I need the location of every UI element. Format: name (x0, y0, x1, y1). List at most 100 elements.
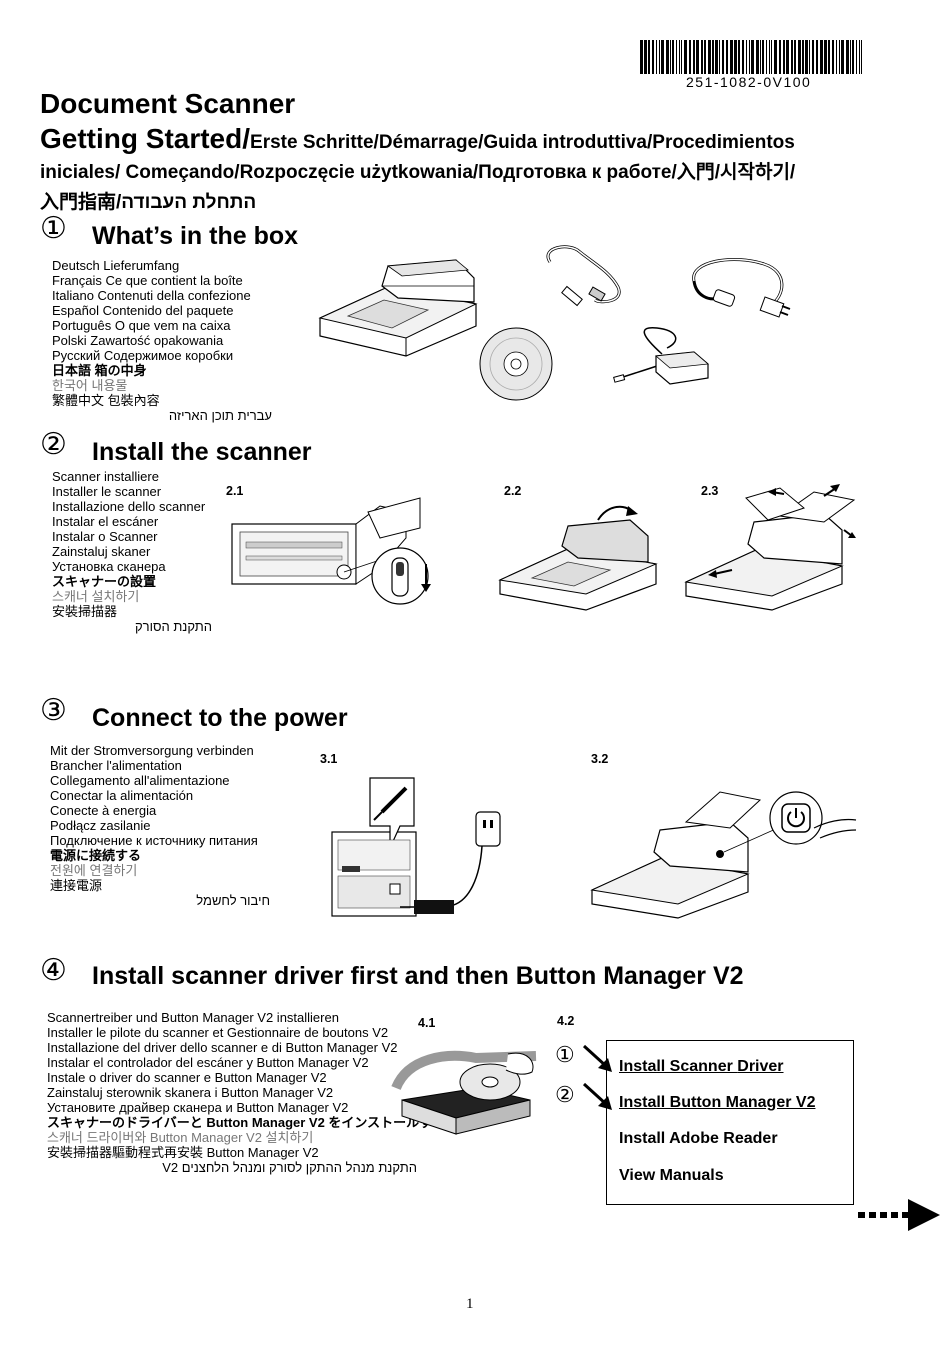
step-label-2-2: 2.2 (504, 484, 522, 498)
lang-line: 한국어 내용물 (52, 378, 128, 393)
lang-line: スキャナーのドライバーと Button Manager V2 をインストールする (47, 1115, 446, 1130)
lang-line: Italiano Contenuti della confezione (52, 288, 251, 303)
section-3-number: ③ (40, 694, 67, 727)
barcode-bar (794, 40, 796, 74)
install-adobe-reader-link[interactable]: Install Adobe Reader (619, 1130, 778, 1147)
barcode-bar (771, 40, 772, 74)
barcode-bar (679, 40, 680, 74)
lang-line: Zainstaluj skaner (52, 544, 151, 559)
barcode-bar (809, 40, 810, 74)
barcode-bar (684, 40, 687, 74)
section-2-heading: Install the scanner (92, 438, 312, 466)
lang-line: Podłącz zasilanie (50, 818, 151, 833)
barcode-bar (666, 40, 669, 74)
lang-line: 安裝掃描器驅動程式再安裝 Button Manager V2 (47, 1145, 319, 1160)
barcode-bar (726, 40, 728, 74)
barcode-bar (672, 40, 674, 74)
getting-started-label: Getting Started/ (40, 123, 251, 154)
install-button-manager-link[interactable]: Install Button Manager V2 (619, 1094, 816, 1111)
section-1-number: ① (40, 212, 67, 245)
barcode-bar (756, 40, 759, 74)
barcode-bar (715, 40, 718, 74)
step-label-2-1: 2.1 (226, 484, 244, 498)
cd-disc-illustration (479, 327, 553, 401)
lang-line: Deutsch Lieferumfang (52, 258, 180, 273)
continue-arrow-icon (858, 1199, 940, 1231)
lang-line: Português O que vem na caixa (52, 318, 231, 333)
barcode-bar (676, 40, 677, 74)
autorun-menu: Install Scanner Driver Install Button Ma… (606, 1040, 854, 1205)
scanner-illustration (318, 259, 478, 357)
lang-line: Español Contenido del paquete (52, 303, 234, 318)
step-label-4-1: 4.1 (418, 1016, 436, 1030)
step-label-2-3: 2.3 (701, 484, 719, 498)
barcode-bar (783, 40, 785, 74)
barcode-bar (836, 40, 837, 74)
lang-line: Installazione dello scanner (52, 499, 206, 514)
install-scanner-prefix: Install Scanner (619, 1058, 738, 1075)
menu-step-1-marker: ① (555, 1042, 575, 1067)
barcode-bar (681, 40, 682, 74)
barcode-bar (701, 40, 703, 74)
barcode-bar (689, 40, 691, 74)
barcode-bar (640, 40, 643, 74)
lang-line: 전원에 연결하기 (50, 863, 138, 878)
barcode-bar (861, 40, 862, 74)
barcode-bar (738, 40, 740, 74)
section-4-number: ④ (40, 954, 67, 987)
lang-line: Instale o driver do scanner e Button Man… (47, 1070, 327, 1085)
lang-line: Collegamento all'alimentazione (50, 773, 230, 788)
barcode-bar (648, 40, 650, 74)
lang-line: Conecte à energia (50, 803, 157, 818)
title-langs-b: iniciales/ Começando/Rozpoczęcie użytkow… (40, 162, 796, 183)
document-title: Document Scanner (40, 88, 296, 119)
barcode-bar (719, 40, 720, 74)
barcode-bar (760, 40, 761, 74)
step-label-3-1: 3.1 (320, 752, 338, 766)
install-scanner-driver-link[interactable]: Install Scanner Driver (619, 1058, 784, 1076)
barcode-number: 251-1082-0V100 (686, 74, 812, 90)
lang-line-hebrew: התקנת מנהל ההתקן לסורק ומנהל הלחצנים V2 (162, 1160, 417, 1175)
barcode-bar (712, 40, 714, 74)
lang-line: Brancher l'alimentation (50, 758, 182, 773)
menu-step-2-marker: ② (555, 1082, 575, 1107)
lang-line: Mit der Stromversorgung verbinden (50, 743, 254, 758)
barcode-bar (746, 40, 747, 74)
barcode-bar (850, 40, 851, 74)
lang-line: スキャナーの設置 (52, 574, 157, 589)
lang-line: Установка сканера (52, 559, 166, 574)
barcode-bar (704, 40, 706, 74)
barcode-bar (652, 40, 654, 74)
scanner-trays-illustration (684, 484, 856, 611)
barcode-bar (742, 40, 744, 74)
barcode-bar (670, 40, 671, 74)
barcode-bar (749, 40, 750, 74)
title-langs-c: 入門指南/התחלת העבודה (40, 192, 257, 213)
barcode (640, 40, 862, 74)
section-4-languages: Scannertreiber und Button Manager V2 ins… (47, 1010, 446, 1175)
power-cord-illustration (692, 257, 791, 318)
barcode-bar (824, 40, 827, 74)
barcode-bar (852, 40, 854, 74)
lang-line: Подключение к источнику питания (50, 833, 258, 848)
lang-line-hebrew: התקנת הסורק (134, 619, 212, 634)
step-label-3-2: 3.2 (591, 752, 609, 766)
lang-line: 日本語 箱の中身 (52, 363, 147, 378)
lang-line: 電源に接続する (50, 848, 142, 863)
view-manuals-link[interactable]: View Manuals (619, 1167, 724, 1184)
barcode-bar (816, 40, 818, 74)
barcode-bar (730, 40, 733, 74)
barcode-bar (856, 40, 857, 74)
lang-line: Installer le scanner (52, 484, 162, 499)
barcode-bar (832, 40, 834, 74)
section-2-languages: Scanner installiere Installer le scanner… (52, 469, 212, 634)
lang-line: Instalar o Scanner (52, 529, 158, 544)
barcode-bar (779, 40, 781, 74)
lang-line: Conectar la alimentación (50, 788, 194, 803)
lang-line: Scannertreiber und Button Manager V2 ins… (47, 1010, 339, 1025)
barcode-bar (786, 40, 789, 74)
barcode-bar (762, 40, 764, 74)
barcode-bar (734, 40, 737, 74)
barcode-bar (846, 40, 849, 74)
getting-started-title: Getting Started/Erste Schritte/Démarrage… (40, 124, 920, 218)
